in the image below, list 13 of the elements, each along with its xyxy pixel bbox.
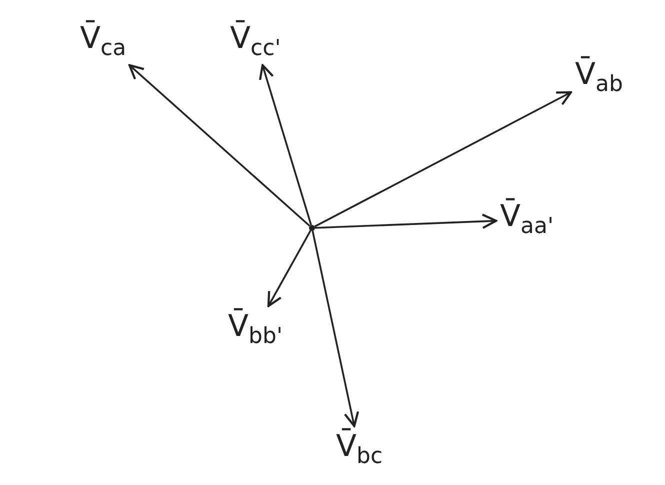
phasor-label: V̄$_{bb'}$ xyxy=(228,310,283,350)
phasor-label: V̄$_{bc}$ xyxy=(336,430,383,470)
phasor-arrow xyxy=(314,91,572,228)
phasor-label: V̄$_{aa'}$ xyxy=(500,200,554,240)
origin-point xyxy=(309,225,315,231)
phasor-arrow xyxy=(312,230,360,428)
phasor-arrow xyxy=(128,64,310,227)
phasor-label: V̄$_{cc'}$ xyxy=(230,22,281,62)
phasor-label: V̄$_{ca}$ xyxy=(80,22,126,62)
phasor-arrow xyxy=(314,214,498,230)
phasor-arrow xyxy=(267,230,312,308)
phasor-arrow xyxy=(258,64,312,226)
phasor-label: V̄$_{ab}$ xyxy=(575,58,623,98)
